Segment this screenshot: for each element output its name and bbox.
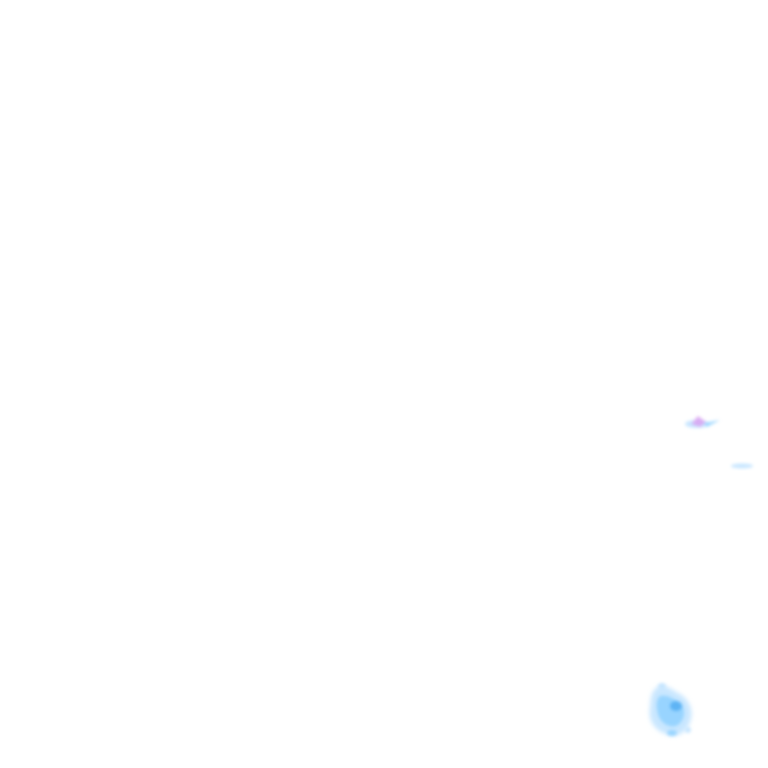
echo-mixed-core [691, 416, 706, 427]
echo-cluster-core [670, 701, 682, 711]
echo-streak [731, 463, 753, 469]
echo-cluster-fleck-3 [685, 727, 691, 733]
echo-mixed-tail [704, 420, 720, 427]
radar-echo-light-streak [731, 463, 753, 469]
echo-cluster-fleck-2 [667, 730, 677, 736]
echo-cluster-fleck-1 [658, 683, 666, 689]
radar-echo-mixed [685, 416, 720, 428]
radar-echo-cluster [649, 683, 692, 736]
